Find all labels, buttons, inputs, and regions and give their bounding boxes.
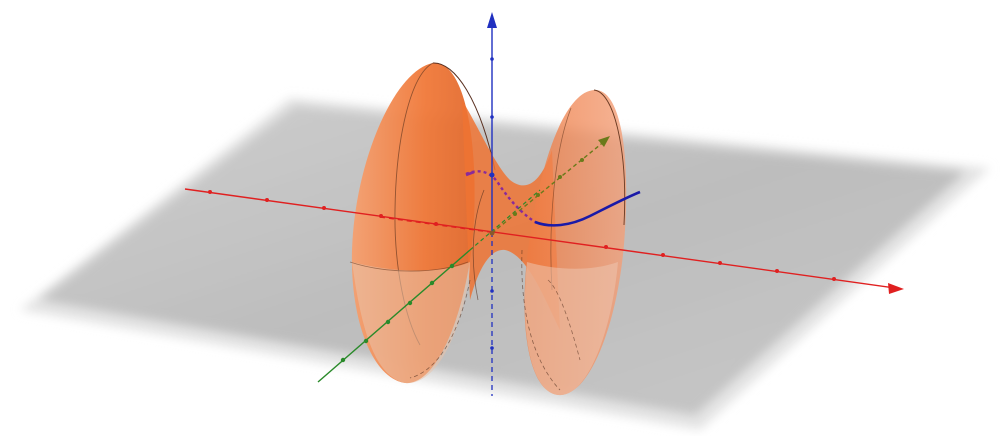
x-axis-arrow-icon [888, 283, 904, 294]
olive-ticks [513, 158, 584, 216]
olive-arrow-icon [598, 136, 610, 147]
xy-plane[interactable] [20, 98, 990, 430]
origin-point[interactable] [489, 230, 495, 236]
z-axis[interactable] [487, 12, 497, 396]
y-axis-ticks [340, 263, 455, 363]
x-axis-ticks [208, 190, 836, 281]
blue-curve[interactable] [534, 190, 641, 227]
y-axis[interactable] [317, 189, 541, 383]
hyperboloid-surface[interactable] [349, 62, 627, 396]
olive-dashed-line[interactable] [491, 136, 610, 234]
x-axis[interactable] [184, 188, 904, 294]
z-axis-arrow-icon [487, 12, 497, 28]
origin-top-point[interactable] [489, 172, 495, 178]
purple-curve-start [465, 170, 475, 177]
purple-dotted-curve[interactable] [465, 170, 536, 223]
